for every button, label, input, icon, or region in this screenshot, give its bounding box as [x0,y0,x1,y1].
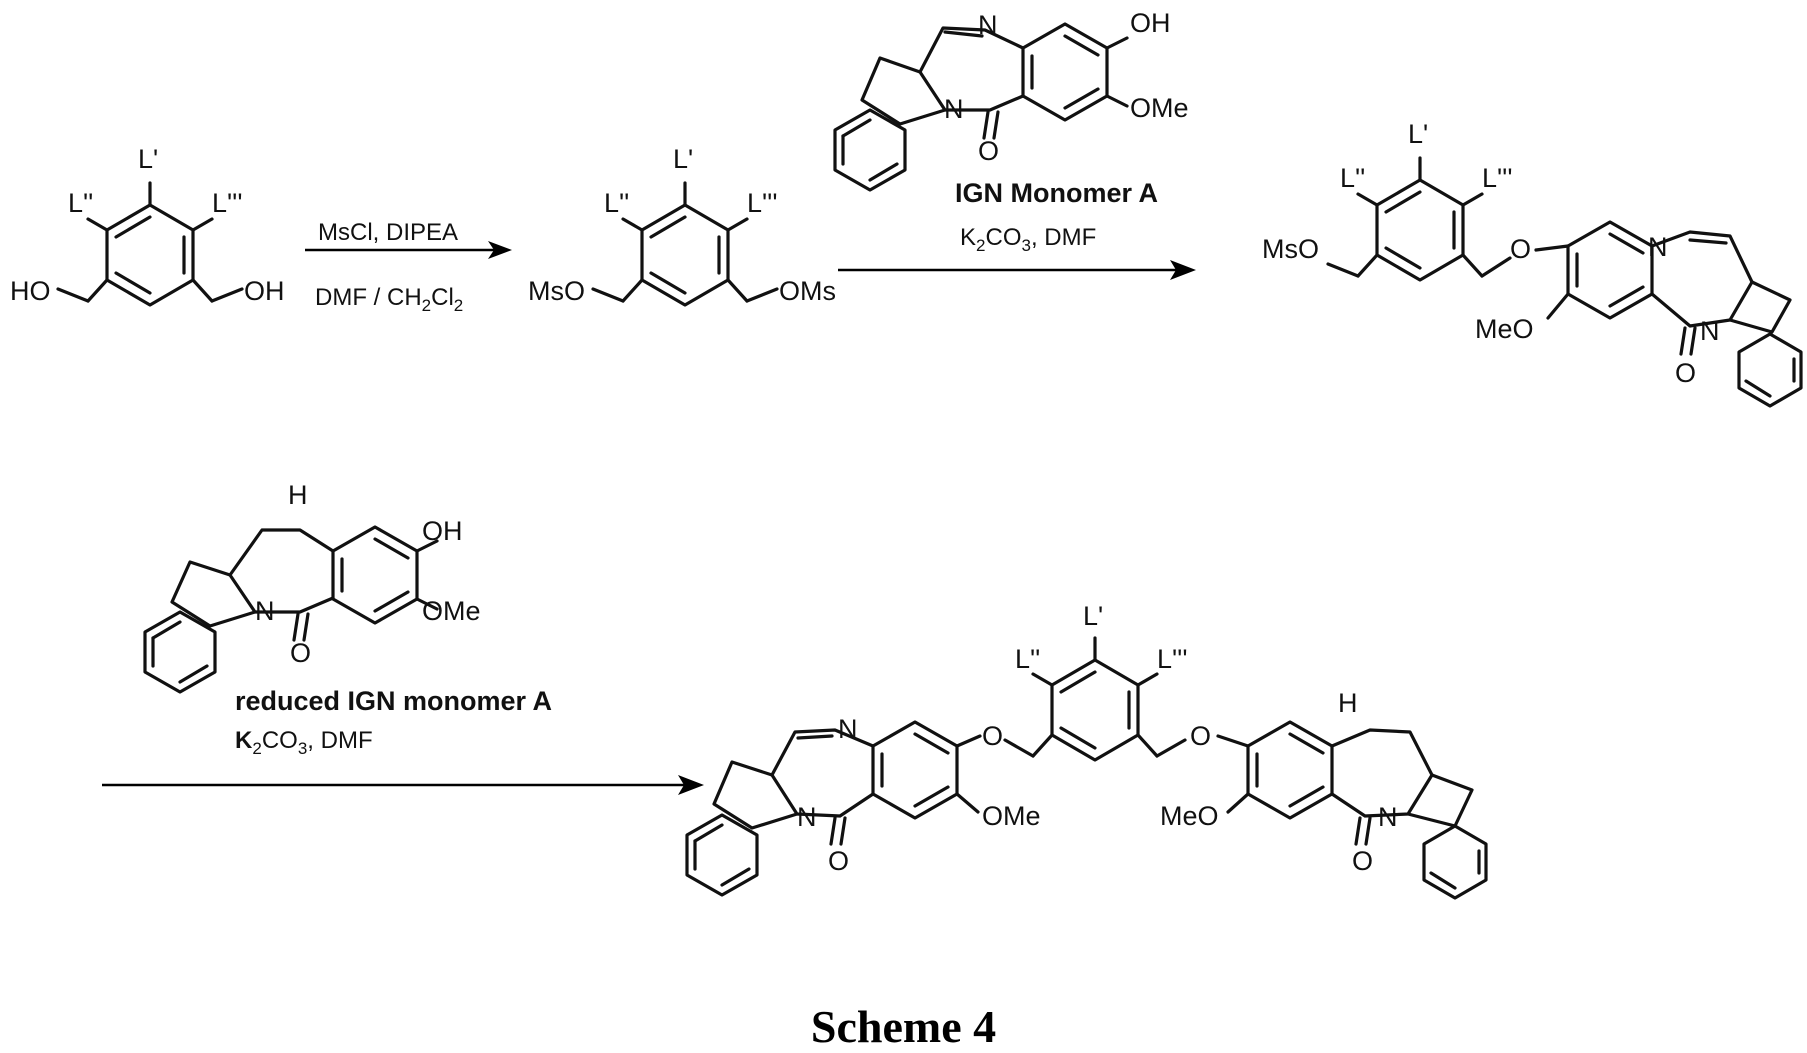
imine-nitrogen: N [978,10,998,40]
substituent-l1: L' [138,144,158,174]
substituent-l3: L''' [212,188,242,218]
hydroxyl: OH [422,516,463,546]
amine-hydrogen-right: H [1338,688,1358,718]
reagent-name-step2: IGN Monomer A [955,178,1158,208]
mesylate-left: MsO [528,276,585,306]
mono-coupled-intermediate: L' L'' L''' MsO O N MeO N O [1262,119,1801,406]
imine-nitrogen-left: N [838,714,858,744]
step1-reagents: MsCl, DIPEA [318,219,458,246]
amide-nitrogen: N [1700,316,1720,346]
carbonyl-oxygen-right: O [1352,846,1373,876]
bis-mesylate: L' L'' L''' MsO OMs [528,144,836,306]
substituent-l2: L'' [68,188,93,218]
ign-monomer-a: N OH OMe N O IGN Monomer A K2CO3, DMF [835,8,1189,255]
starting-diol: L' L'' L''' HO OH [10,144,285,306]
scheme-caption: Scheme 4 [0,1000,1807,1053]
methoxy: OMe [1130,93,1189,123]
hydroxyl-right: OH [244,276,285,306]
reaction-arrow-2 [838,260,1196,280]
carbonyl-oxygen-left: O [828,846,849,876]
substituent-l3: L''' [747,188,777,218]
step2-conditions: K2CO3, DMF [960,224,1096,255]
substituent-l2: L'' [604,188,629,218]
reagent-name-step3: reduced IGN monomer A [235,686,552,716]
methoxy-right: MeO [1160,801,1219,831]
methoxy: MeO [1475,314,1534,344]
hydroxyl-left: HO [10,276,51,306]
carbonyl-oxygen: O [978,136,999,166]
mesylate-right: OMs [779,276,836,306]
carbonyl-oxygen: O [290,638,311,668]
imine-nitrogen: N [1648,232,1668,262]
step1-solvent: DMF / CH2Cl2 [315,284,463,315]
substituent-l1: L' [1408,119,1428,149]
hydroxyl: OH [1130,8,1171,38]
ether-oxygen-right: O [1190,721,1211,751]
reaction-arrow-1: MsCl, DIPEA DMF / CH2Cl2 [305,219,512,315]
mesylate: MsO [1262,234,1319,264]
substituent-l1: L' [1083,601,1103,631]
substituent-l2: L'' [1015,644,1040,674]
methoxy: OMe [422,596,481,626]
amine-hydrogen: H [288,480,308,510]
ether-oxygen-left: O [982,721,1003,751]
amide-nitrogen: N [255,596,275,626]
methoxy-left: OMe [982,801,1041,831]
final-dimer-product: L' L'' L''' O O N OMe N O [687,601,1486,898]
reduced-ign-monomer-a: H OH OMe N O reduced IGN monomer A K2CO3… [145,480,552,758]
carbonyl-oxygen: O [1675,358,1696,388]
substituent-l2: L'' [1340,163,1365,193]
ether-oxygen: O [1510,234,1531,264]
amide-nitrogen-right: N [1378,802,1398,832]
substituent-l3: L''' [1157,644,1187,674]
amide-nitrogen-left: N [797,802,817,832]
step3-conditions: K2CO3, DMF [235,727,373,758]
substituent-l3: L''' [1482,163,1512,193]
amide-nitrogen: N [944,94,964,124]
substituent-l1: L' [673,144,693,174]
reaction-arrow-3 [102,775,704,795]
